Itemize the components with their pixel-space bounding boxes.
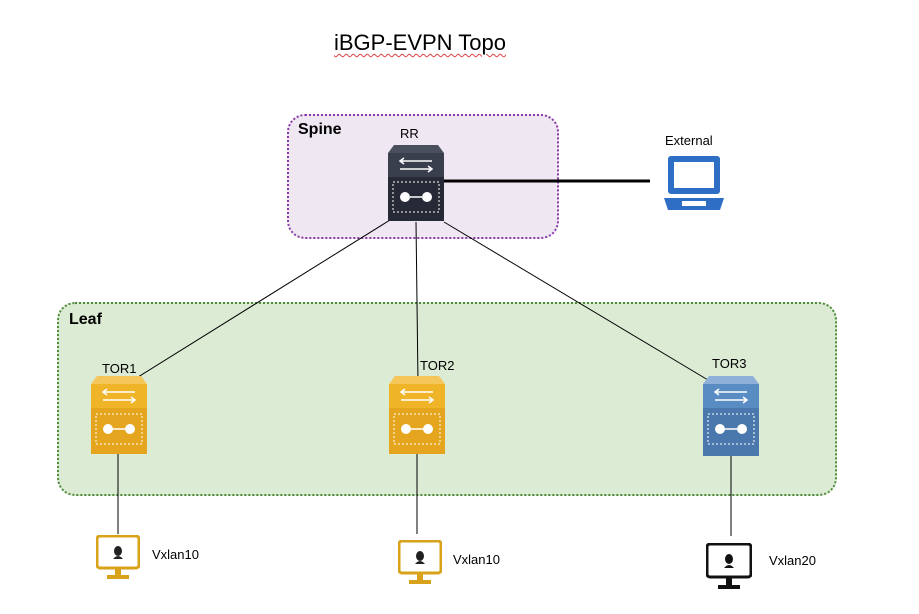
host2-label: Vxlan10	[453, 552, 500, 567]
router-switch-icon	[388, 145, 444, 221]
diagram-title: iBGP-EVPN Topo	[333, 30, 506, 55]
link-rr-tor1	[129, 219, 391, 383]
link-rr-tor2	[415, 221, 419, 383]
linux-monitor-icon	[706, 543, 752, 589]
linux-monitor-icon	[96, 535, 140, 579]
linux-monitor-icon	[398, 540, 442, 584]
rr-label: RR	[400, 126, 419, 141]
router-switch-icon	[389, 376, 445, 454]
spine-zone-label: Spine	[298, 121, 342, 138]
leaf-zone-label: Leaf	[69, 311, 102, 328]
link-rr-tor3	[443, 221, 709, 381]
tor1-label: TOR1	[102, 361, 137, 376]
router-switch-icon	[703, 376, 759, 456]
external-label: External	[665, 133, 713, 148]
tor3-label: TOR3	[712, 356, 747, 371]
laptop-icon	[664, 156, 724, 210]
host1-label: Vxlan10	[152, 547, 199, 562]
tor2-label: TOR2	[420, 358, 455, 373]
host3-label: Vxlan20	[769, 553, 816, 568]
router-switch-icon	[91, 376, 147, 454]
